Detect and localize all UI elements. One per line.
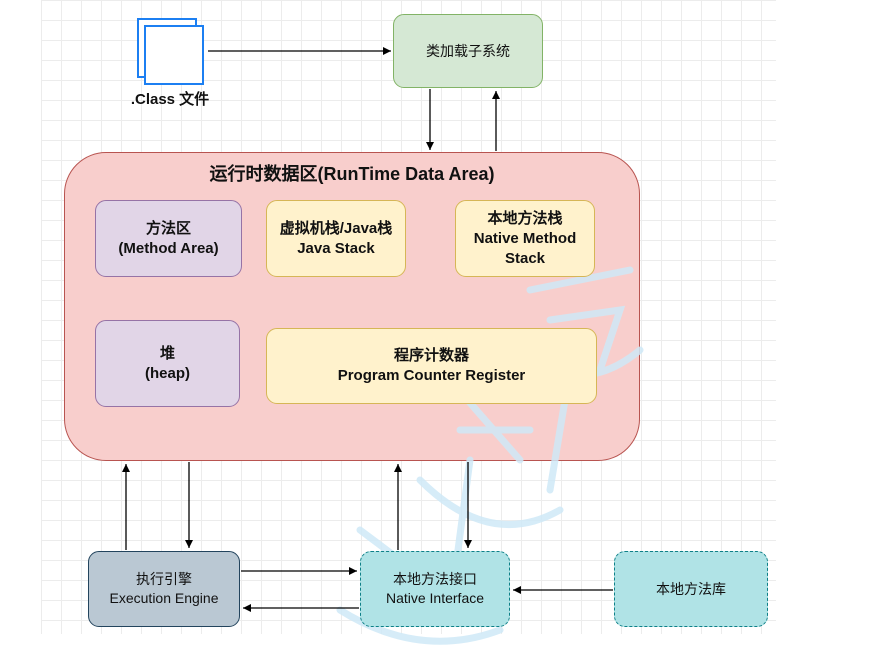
native-method-stack-english-2: Stack bbox=[504, 249, 546, 267]
canvas-margin-left bbox=[0, 0, 41, 659]
java-stack[interactable]: 虚拟机栈/Java栈 Java Stack bbox=[266, 200, 406, 277]
native-method-stack-english-1: Native Method bbox=[473, 229, 577, 247]
class-loader-subsystem[interactable]: 类加载子系统 bbox=[393, 14, 543, 88]
pc-register-english: Program Counter Register bbox=[337, 367, 526, 384]
java-stack-english: Java Stack bbox=[297, 239, 375, 257]
file-page-front-icon bbox=[144, 25, 204, 85]
heap-english: (heap) bbox=[145, 364, 190, 382]
native-method-stack[interactable]: 本地方法栈 Native Method Stack bbox=[455, 200, 595, 277]
method-area[interactable]: 方法区 (Method Area) bbox=[95, 200, 242, 277]
class-file-label: .Class 文件 bbox=[130, 91, 210, 108]
pc-register-name: 程序计数器 bbox=[393, 347, 469, 364]
native-interface-name: 本地方法接口 bbox=[393, 571, 477, 587]
canvas-margin-right bbox=[776, 0, 892, 659]
method-area-english: (Method Area) bbox=[118, 239, 219, 257]
native-interface-english: Native Interface bbox=[385, 590, 485, 606]
native-interface[interactable]: 本地方法接口 Native Interface bbox=[360, 551, 510, 627]
class-file-icon[interactable] bbox=[134, 16, 208, 86]
execution-engine-name: 执行引擎 bbox=[136, 571, 192, 587]
execution-engine-english: Execution Engine bbox=[109, 590, 219, 606]
native-method-library-label: 本地方法库 bbox=[656, 581, 726, 597]
runtime-data-area-title: 运行时数据区(RunTime Data Area) bbox=[209, 164, 495, 184]
class-loader-label: 类加载子系统 bbox=[426, 43, 510, 59]
program-counter-register[interactable]: 程序计数器 Program Counter Register bbox=[266, 328, 597, 404]
heap-name: 堆 bbox=[159, 344, 175, 362]
native-method-library[interactable]: 本地方法库 bbox=[614, 551, 768, 627]
heap[interactable]: 堆 (heap) bbox=[95, 320, 240, 407]
java-stack-name: 虚拟机栈/Java栈 bbox=[279, 219, 393, 237]
native-method-stack-name: 本地方法栈 bbox=[487, 209, 563, 227]
execution-engine[interactable]: 执行引擎 Execution Engine bbox=[88, 551, 240, 627]
method-area-name: 方法区 bbox=[145, 219, 191, 237]
